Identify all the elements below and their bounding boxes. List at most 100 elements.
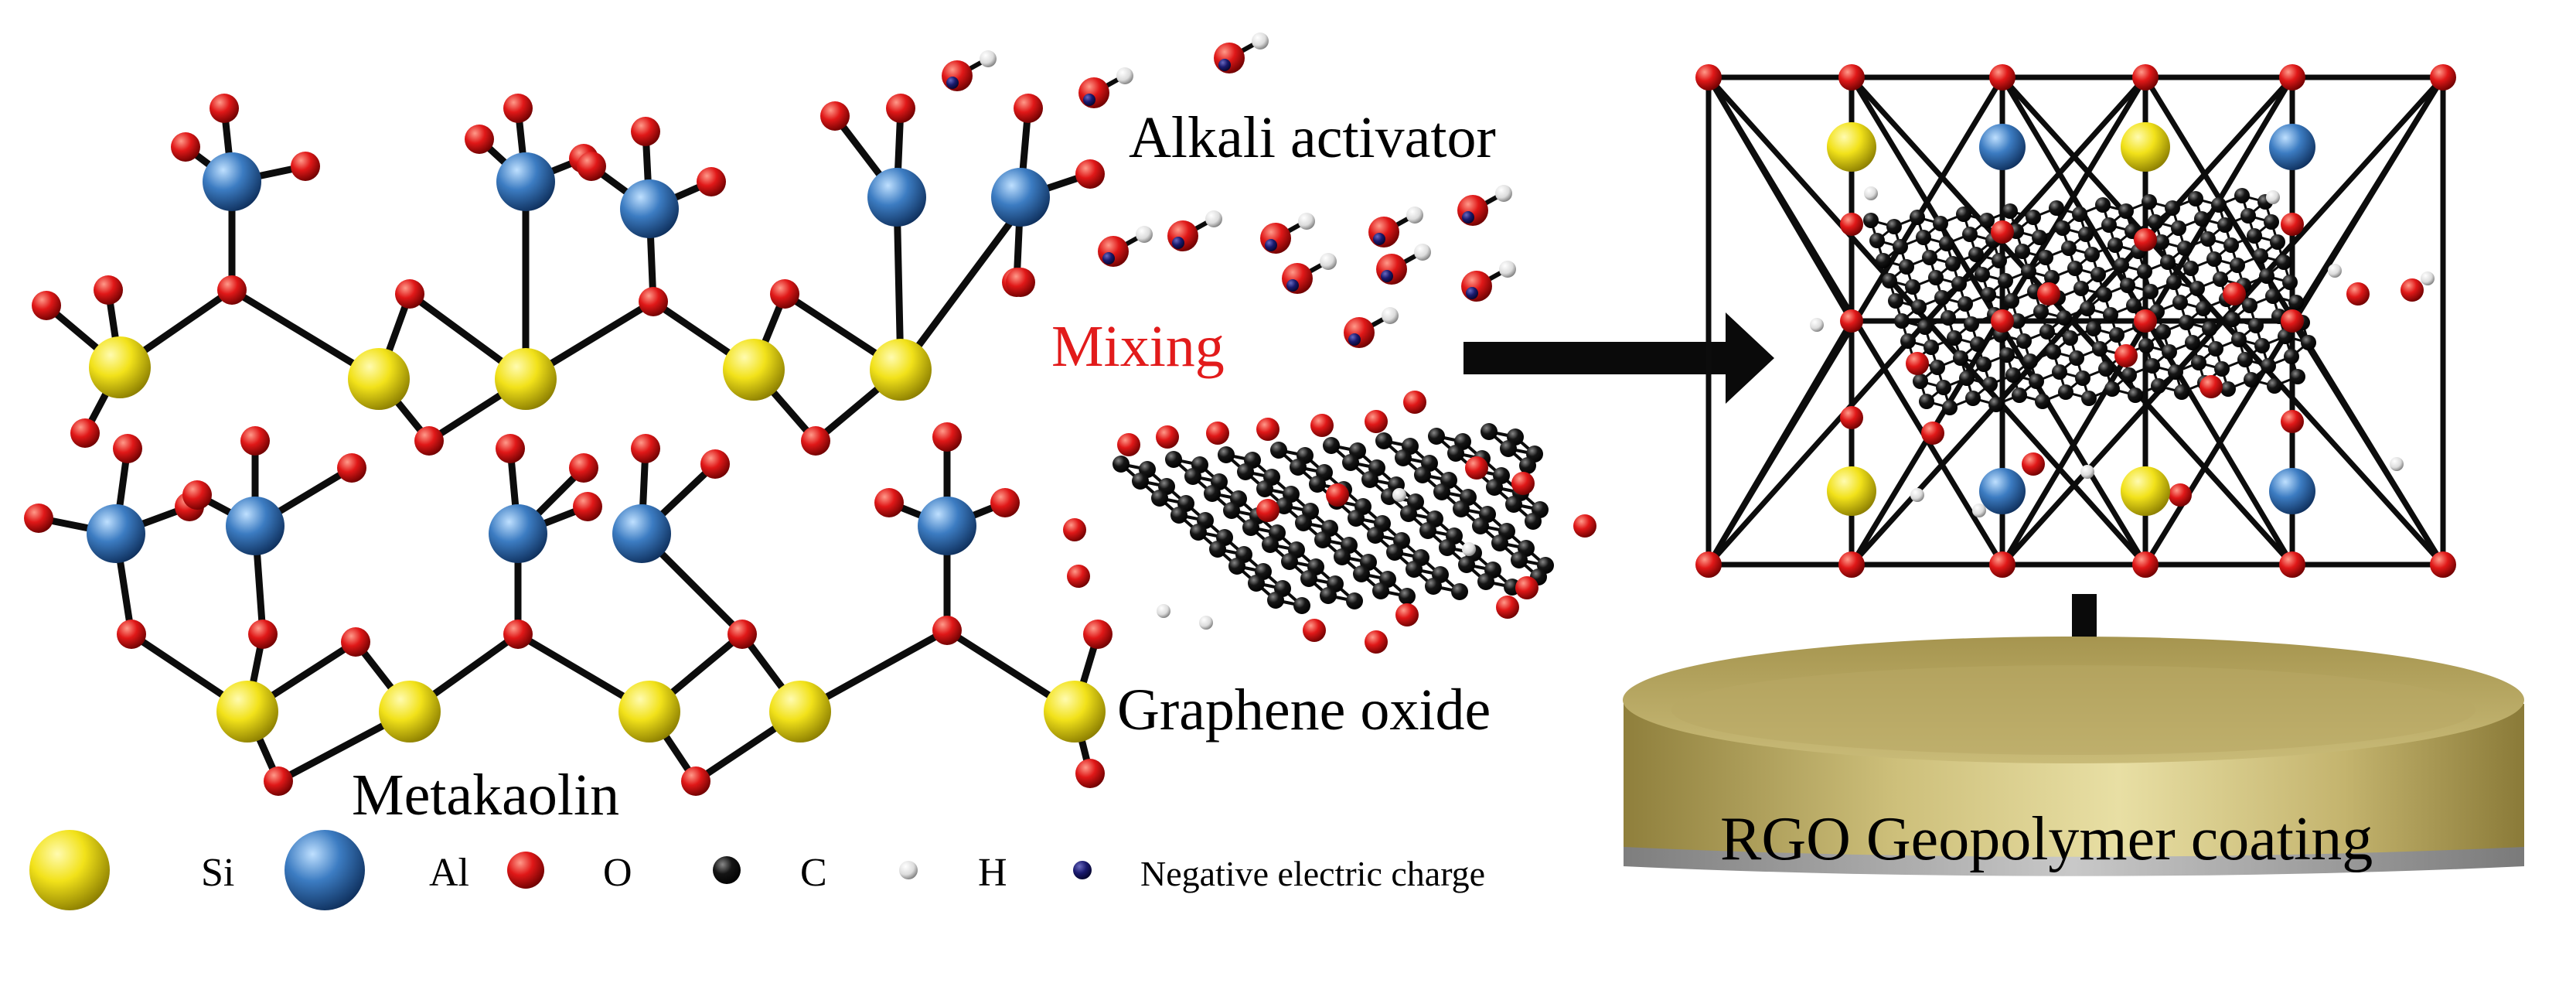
si-atom xyxy=(216,681,278,742)
o-atom xyxy=(2037,282,2060,306)
c-atom xyxy=(1209,541,1226,558)
al-atom xyxy=(918,497,976,555)
c-atom xyxy=(1964,316,1979,332)
c-atom xyxy=(2084,247,2100,262)
o-atom xyxy=(1511,472,1535,495)
c-atom xyxy=(2052,364,2067,380)
c-atom xyxy=(1295,514,1312,531)
negative-charge xyxy=(1286,279,1299,292)
c-atom xyxy=(1519,457,1536,474)
c-atom xyxy=(1165,451,1182,468)
h-atom xyxy=(1864,186,1878,200)
si-atom-icon xyxy=(29,830,110,910)
o-atom xyxy=(1117,433,1140,456)
o-atom xyxy=(2430,64,2456,90)
bond xyxy=(1705,318,1855,568)
c-atom xyxy=(1406,561,1423,578)
c-atom xyxy=(2121,367,2137,383)
h-atom xyxy=(1205,210,1222,227)
c-atom xyxy=(2288,295,2304,310)
c-atom xyxy=(2075,370,2090,386)
legend-label-n: Negative electric charge xyxy=(1140,854,1485,893)
o-atom xyxy=(1989,64,2015,90)
negative-charge xyxy=(1466,287,1478,299)
c-atom xyxy=(2063,330,2078,346)
o-atom xyxy=(2346,282,2370,306)
o-atom xyxy=(681,766,710,796)
c-atom xyxy=(2049,200,2064,216)
o-atom xyxy=(1921,422,1944,445)
o-atom xyxy=(1840,309,1863,333)
legend-label-h: H xyxy=(978,851,1007,895)
c-atom-icon xyxy=(713,856,741,884)
c-atom xyxy=(2160,254,2176,270)
bond xyxy=(2289,318,2446,568)
o-atom xyxy=(291,152,320,181)
o-atom xyxy=(1695,551,1722,578)
o-atom xyxy=(1395,603,1419,626)
c-atom xyxy=(1942,400,1958,415)
si-atom xyxy=(618,681,680,742)
c-atom xyxy=(1970,336,1985,352)
o-atom xyxy=(2430,551,2456,578)
negative-charge xyxy=(1102,252,1115,265)
c-atom xyxy=(1911,299,1927,315)
c-atom xyxy=(1113,456,1130,473)
c-atom xyxy=(1930,360,1945,375)
coating-label: RGO Geopolymer coating xyxy=(1720,805,2373,873)
c-atom xyxy=(2046,344,2061,360)
o-atom xyxy=(24,504,53,533)
c-atom xyxy=(1346,592,1363,609)
c-atom xyxy=(2126,298,2142,313)
o-atom xyxy=(2281,213,2304,236)
legend-label-o: O xyxy=(603,851,632,895)
al-atom xyxy=(620,179,679,238)
c-atom xyxy=(2044,270,2060,285)
c-atom xyxy=(2261,358,2276,374)
c-atom xyxy=(2194,211,2210,227)
c-atom xyxy=(2237,352,2253,367)
c-atom xyxy=(2004,293,2019,309)
c-atom xyxy=(1886,219,1902,234)
c-atom xyxy=(1386,544,1403,561)
o-atom xyxy=(1515,576,1538,599)
o-atom xyxy=(2114,344,2138,367)
c-atom xyxy=(2073,281,2089,296)
o-atom xyxy=(1840,213,1863,236)
o-atom xyxy=(700,449,730,479)
c-atom xyxy=(1863,213,1879,228)
c-atom xyxy=(1262,536,1279,553)
c-atom xyxy=(2055,220,2070,236)
c-atom xyxy=(2069,350,2084,366)
negative-charge xyxy=(1218,59,1231,71)
legend-label-c: C xyxy=(800,851,827,895)
c-atom xyxy=(1361,471,1378,488)
h-atom xyxy=(2390,457,2404,471)
c-atom xyxy=(1314,531,1331,548)
negative-charge xyxy=(1373,233,1385,245)
c-atom xyxy=(2015,244,2030,259)
o-atom xyxy=(1206,422,1229,445)
graphene-oxide-sheet xyxy=(1063,391,1596,654)
c-atom xyxy=(1941,310,1956,326)
o-atom xyxy=(2022,452,2045,476)
o-atom xyxy=(1083,620,1113,649)
h-atom xyxy=(1136,226,1153,243)
c-atom xyxy=(1936,380,1951,395)
c-atom xyxy=(1962,227,1978,242)
o-atom xyxy=(1365,410,1388,433)
c-atom xyxy=(1500,440,1517,457)
o-atom xyxy=(697,167,726,196)
al-atom xyxy=(1979,124,2026,170)
c-atom xyxy=(2002,203,2018,219)
c-atom xyxy=(1893,239,1908,254)
c-atom xyxy=(2162,344,2177,360)
c-atom xyxy=(2086,321,2101,336)
c-atom xyxy=(1899,259,1914,275)
c-atom xyxy=(1342,454,1359,471)
o-atom xyxy=(117,620,146,649)
c-atom xyxy=(2253,248,2268,264)
o-atom xyxy=(631,434,660,463)
c-atom xyxy=(1979,213,1995,228)
c-atom xyxy=(2081,391,2097,406)
